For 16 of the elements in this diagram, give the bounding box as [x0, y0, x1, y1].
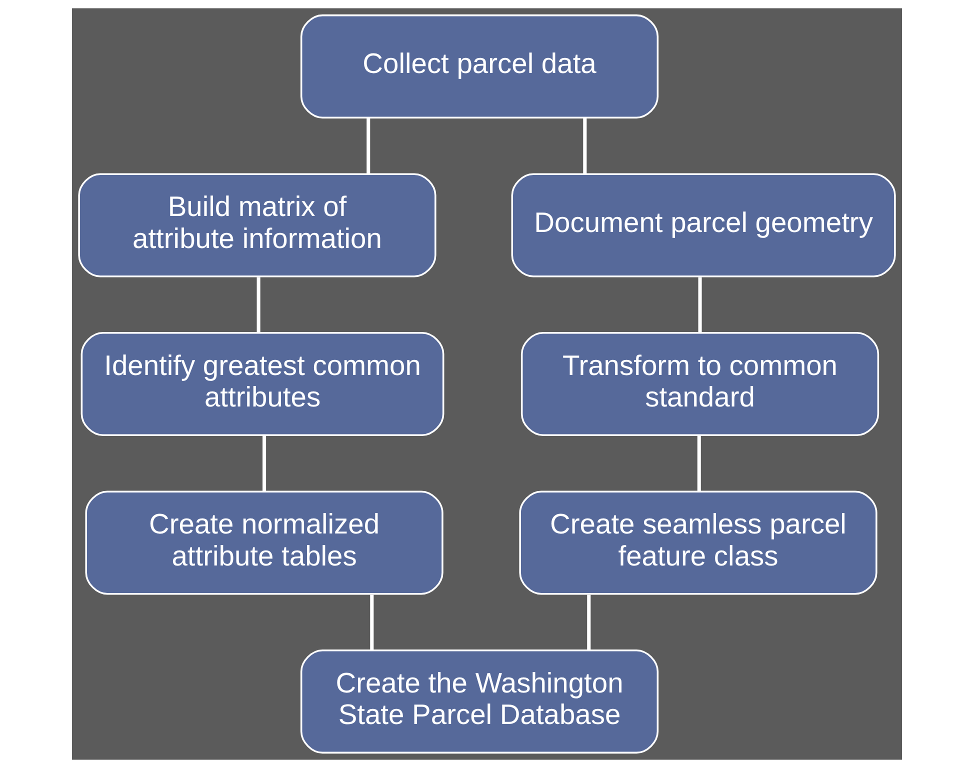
- connector: [370, 594, 374, 650]
- connector: [698, 277, 702, 332]
- node-box: Create normalized attribute tables: [85, 490, 444, 595]
- node-box: Transform to common standard: [520, 332, 880, 436]
- connector: [697, 436, 701, 492]
- connector: [256, 277, 260, 332]
- node-box: Identify greatest common attributes: [80, 332, 444, 436]
- node-box: Document parcel geometry: [511, 173, 896, 278]
- node-box: Create seamless parcel feature class: [519, 490, 878, 595]
- connector: [262, 436, 266, 492]
- connector: [366, 118, 370, 174]
- node-box: Build matrix of attribute information: [78, 173, 436, 278]
- node-box: Create the Washington State Parcel Database: [300, 650, 659, 754]
- connector: [583, 118, 587, 174]
- connector: [587, 594, 591, 650]
- node-box: Collect parcel data: [300, 14, 659, 118]
